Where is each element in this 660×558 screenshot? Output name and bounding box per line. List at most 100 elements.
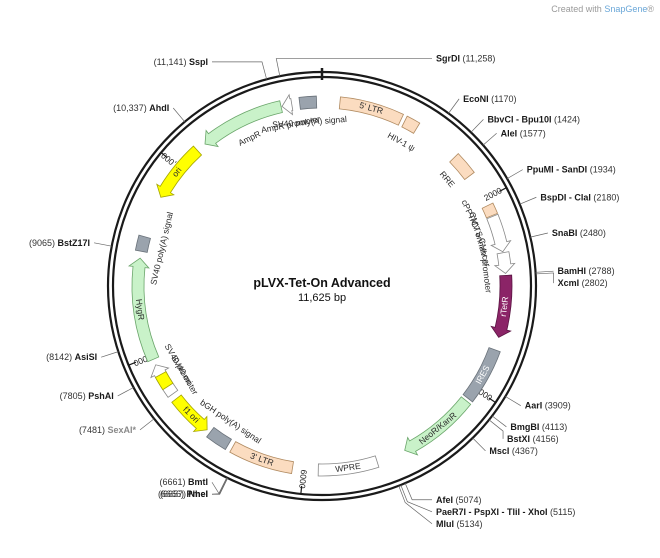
feature-arc[interactable] [298, 95, 318, 110]
plasmid-backbone [106, 68, 538, 502]
feature-label: SV40 poly(A) signal [272, 114, 347, 130]
site-paer7i-pspxi-tlii-xhoi[interactable]: PaeR7I - PspXI - TliI - XhoI (5115) [400, 484, 576, 517]
site-bbvci-bpu10i[interactable]: BbvCI - Bpu10I (1424) [470, 114, 580, 133]
site-alei[interactable]: AleI (1577) [482, 128, 546, 146]
site-position: (1170) [491, 94, 516, 104]
feature-arc[interactable] [281, 93, 294, 116]
site-position: (6661) [159, 477, 185, 487]
feature-arc[interactable] [206, 426, 232, 451]
scale-tick-label: 6000 [297, 469, 309, 489]
site-leader [448, 98, 460, 114]
site-label: (6666) PmeI [158, 489, 208, 499]
site-leader [139, 418, 155, 431]
feature-sv40-promoter[interactable]: SV40 promoter [150, 342, 201, 398]
site-position: (3909) [545, 401, 571, 411]
site-aari[interactable]: AarI (3909) [505, 396, 571, 411]
feature-sv40-poly-a-signal[interactable]: SV40 poly(A) signal [272, 95, 347, 130]
site-econi[interactable]: EcoNI (1170) [448, 94, 517, 114]
feature-neor-kanr[interactable]: NeoR/KanR [404, 396, 472, 456]
feature-arc[interactable] [404, 396, 472, 456]
site-bmti[interactable]: (6661) BmtI [159, 477, 228, 495]
site-leader [535, 272, 554, 284]
site-bspdi-clai[interactable]: BspDI - ClaI (2180) [519, 192, 620, 205]
site-pshai[interactable]: (7805) PshAI [60, 387, 134, 401]
site-position: (1424) [554, 114, 580, 124]
site-label: BmgBI (4113) [510, 422, 567, 432]
site-pmei[interactable]: (6666) PmeI [158, 477, 228, 500]
site-bstxi[interactable]: BstXI (4156) [488, 419, 559, 444]
feature-label: RRE [438, 169, 457, 189]
site-asisi[interactable]: (8142) AsiSI [46, 351, 119, 363]
site-leader [530, 232, 548, 238]
feature-arc[interactable] [462, 347, 501, 403]
feature-ires[interactable]: IRES [462, 347, 501, 403]
scale-tick [488, 397, 496, 403]
feature-arc[interactable] [127, 257, 160, 363]
site-name: PshAI [88, 391, 114, 401]
feature-arc[interactable] [134, 234, 151, 253]
site-name: PmeI [186, 489, 208, 499]
feature-rre[interactable]: RRE [438, 153, 475, 190]
site-name: MluI [436, 519, 454, 529]
site-name: SexAI* [107, 425, 136, 435]
feature-arc[interactable] [204, 100, 283, 148]
feature-arc[interactable] [449, 153, 475, 181]
site-mlui[interactable]: MluI (5134) [398, 485, 483, 529]
site-label: BbvCI - Bpu10I (1424) [487, 114, 580, 124]
site-ppumi-sandi[interactable]: PpuMI - SanDI (1934) [506, 165, 616, 179]
feature-label: SV40 poly(A) signal [148, 211, 175, 286]
site-name: AfeI [436, 495, 453, 505]
feature-arc[interactable] [401, 115, 421, 134]
site-position: (6657) [160, 489, 186, 499]
site-name: AarI [525, 401, 543, 411]
site-position: (8142) [46, 352, 72, 362]
feature-arc[interactable] [338, 96, 405, 126]
feature-arc[interactable] [481, 202, 499, 219]
site-ahdi[interactable]: (10,337) AhdI [113, 103, 186, 123]
site-leader [482, 133, 497, 146]
site-leader [398, 485, 433, 525]
site-leader [172, 107, 186, 123]
feature-label: AmpR [237, 128, 263, 147]
site-name: BamHI [558, 266, 587, 276]
feature-rtetr[interactable]: rTetR [490, 274, 513, 338]
site-leader [491, 415, 507, 428]
feature-arc[interactable] [317, 455, 380, 477]
site-label: MscI (4367) [489, 446, 538, 456]
feature-arc[interactable] [490, 274, 513, 338]
site-position: (5115) [550, 507, 575, 517]
site-label: AarI (3909) [525, 401, 571, 411]
feature-bgh-poly-a-signal[interactable]: bGH poly(A) signal [198, 397, 263, 451]
site-xcmi[interactable]: XcmI (2802) [535, 272, 608, 288]
feature-ori[interactable]: ori [156, 145, 203, 198]
site-leader [211, 477, 228, 495]
feature-hygr[interactable]: HygR [127, 257, 160, 363]
site-bamhi[interactable]: BamHI (2788) [535, 266, 615, 276]
site-bstz17i[interactable]: (9065) BstZ17I [29, 238, 112, 248]
site-label: XcmI (2802) [558, 278, 608, 288]
feature-arc[interactable] [156, 145, 203, 198]
site-msci[interactable]: MscI (4367) [472, 437, 538, 456]
feature-arc[interactable] [486, 213, 512, 253]
feature-3-ltr[interactable]: 3' LTR [229, 441, 294, 475]
site-snabi[interactable]: SnaBI (2480) [530, 228, 606, 238]
feature-arc[interactable] [493, 251, 516, 274]
feature-arc[interactable] [154, 371, 174, 391]
site-position: (6666) [158, 489, 184, 499]
site-position: (9065) [29, 238, 55, 248]
site-sgrdi[interactable]: SgrDI (11,258) [275, 54, 495, 77]
site-sspi[interactable]: (11,141) SspI [154, 57, 267, 80]
site-leader [506, 169, 523, 179]
feature-arc[interactable] [229, 441, 294, 475]
feature-5-ltr[interactable]: 5' LTR [338, 96, 405, 126]
scale-tick [499, 187, 507, 192]
site-position: (2788) [589, 266, 615, 276]
site-bmgbi[interactable]: BmgBI (4113) [491, 415, 567, 432]
site-sexai[interactable]: (7481) SexAI* [79, 418, 155, 435]
feature-wpre[interactable]: WPRE [317, 455, 380, 477]
feature-label: rTetR [498, 296, 510, 317]
feature-arc[interactable] [171, 394, 208, 433]
site-name: PpuMI - SanDI [527, 165, 588, 175]
site-afei[interactable]: AfeI (5074) [404, 483, 482, 505]
